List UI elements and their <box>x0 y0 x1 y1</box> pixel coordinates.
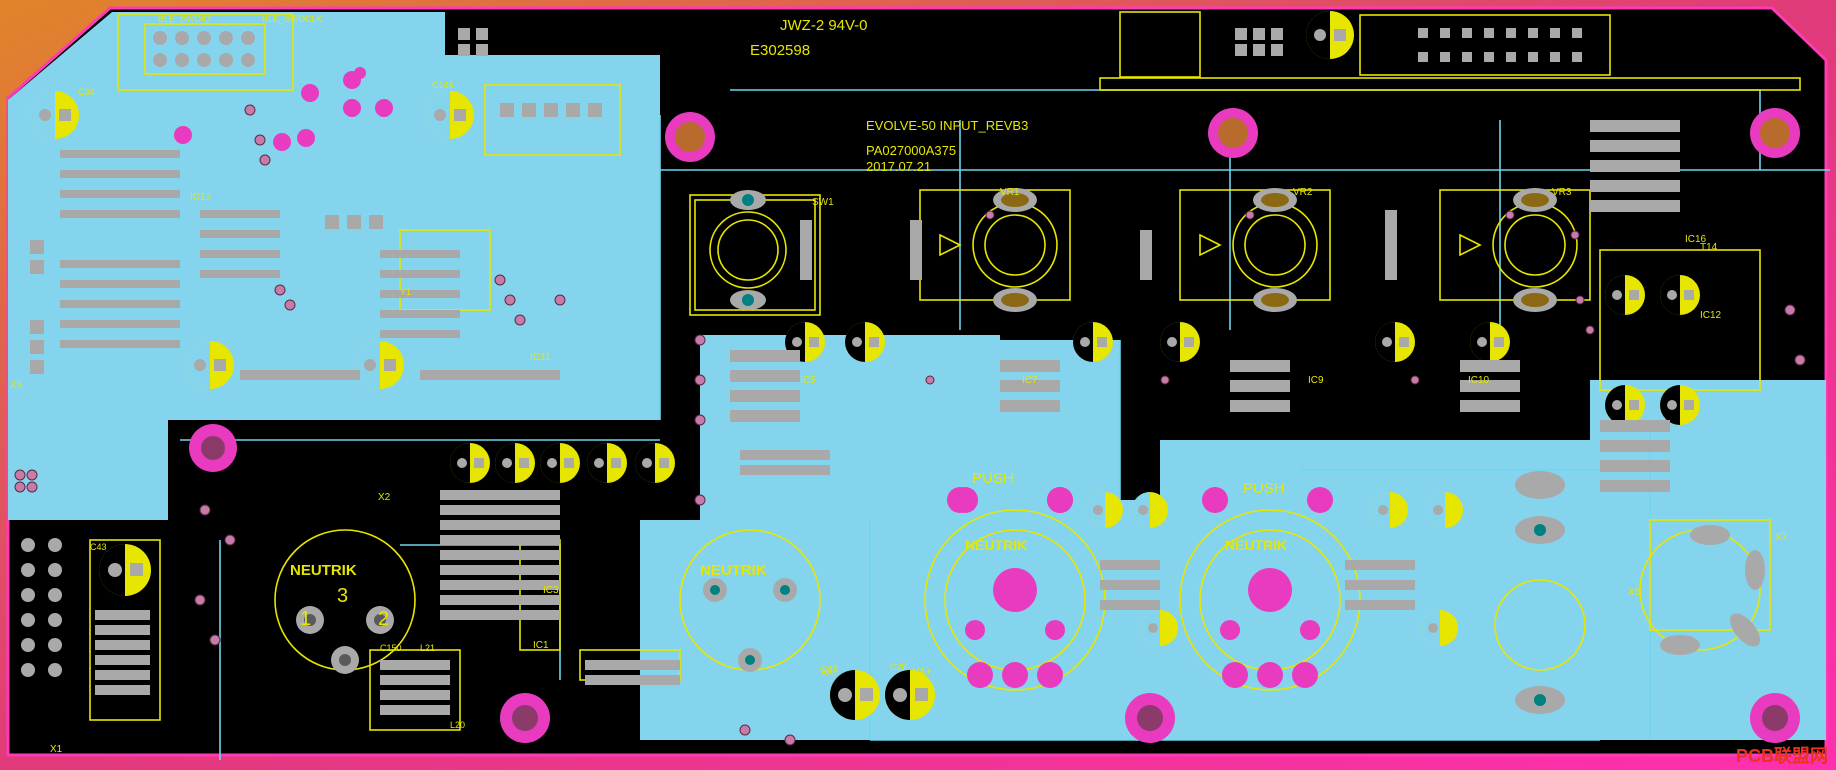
label-c16: C16 <box>822 664 839 674</box>
label-ic11: IC11 <box>530 352 551 363</box>
part-number: PA027000A375 <box>866 143 956 158</box>
vr2-pot <box>1199 188 1318 312</box>
label-t14: T14 <box>1700 242 1718 253</box>
label-sw1: SW1 <box>812 197 834 208</box>
neutrik-label-3: NEUTRIK <box>965 537 1027 553</box>
label-x5: X5 <box>10 380 23 391</box>
sw1-encoder <box>694 190 816 311</box>
vr1-pot <box>939 188 1058 312</box>
label-x2: X2 <box>378 492 391 503</box>
label-y1: Y1 <box>400 287 411 297</box>
xlr-pin-2: 2 <box>378 608 389 630</box>
label-c43: C43 <box>90 542 107 552</box>
label-ic12: IC12 <box>1700 310 1722 321</box>
label-vr1: VR1 <box>1000 187 1020 198</box>
neutrik-label-4: NEUTRIK <box>1225 537 1287 553</box>
label-va-plus: VA+ <box>913 667 932 678</box>
test-pads <box>174 67 1073 513</box>
watermark-text: PCB联盟网 <box>1735 746 1828 766</box>
label-x7: X7 <box>1775 532 1788 543</box>
label-ic17: IC17 <box>190 192 212 203</box>
label-c145: C145 <box>432 80 454 90</box>
pin-headers <box>21 28 1582 677</box>
label-ic10: IC10 <box>1468 375 1490 386</box>
label-ic16: IC16 <box>1685 234 1707 245</box>
potentiometers <box>694 188 1578 312</box>
xlr-connectors <box>274 471 1765 714</box>
label-x6: X6 <box>1628 587 1641 598</box>
label-l20: L20 <box>450 720 465 730</box>
xlr-connector-1 <box>274 529 416 674</box>
silkscreen-text: EVOLVE-50 INPUT_REVB3 PA027000A375 2017.… <box>10 14 1788 755</box>
board-name: EVOLVE-50 INPUT_REVB3 <box>866 118 1028 133</box>
label-c20: C20 <box>890 662 907 672</box>
mounting-holes <box>189 108 1800 743</box>
label-ble-swdclk: BLE_SWDCLK <box>262 14 323 24</box>
label-c34: C34 <box>78 87 95 97</box>
ul-mark: JWZ-2 94V-0 <box>780 17 868 34</box>
push-label-2: PUSH <box>1243 480 1285 497</box>
label-ic5: IC5 <box>800 375 816 386</box>
label-ble-swdio: BLE_SWDIO <box>158 14 211 24</box>
neutrik-label-2: NEUTRIK <box>700 562 767 579</box>
combo-connector-2 <box>1179 487 1361 691</box>
xlr-pin-1: 1 <box>300 608 311 630</box>
label-l21: L21 <box>420 643 435 653</box>
smd-components <box>60 120 1680 715</box>
xlr-connector-2 <box>679 529 821 672</box>
label-x1: X1 <box>50 744 63 755</box>
dc-jack <box>1494 471 1586 714</box>
electrolytic-capacitors <box>31 11 1700 720</box>
label-ic1: IC1 <box>533 640 549 651</box>
label-va-minus: VA- <box>820 667 836 678</box>
label-ic3: IC3 <box>543 585 559 596</box>
label-ic7: IC7 <box>1022 375 1038 386</box>
ul-file: E302598 <box>750 42 810 59</box>
board-date: 2017.07.21 <box>866 159 931 174</box>
neutrik-label-1: NEUTRIK <box>290 562 357 579</box>
jack-connector <box>1639 525 1765 655</box>
vias <box>14 104 1806 746</box>
push-label-1: PUSH <box>972 470 1014 487</box>
xlr-pin-3: 3 <box>337 585 348 607</box>
label-vr3: VR3 <box>1552 187 1572 198</box>
vr3-pot <box>1459 188 1578 312</box>
label-vr2: VR2 <box>1293 187 1313 198</box>
label-ic9: IC9 <box>1308 375 1324 386</box>
label-c150: C150 <box>380 643 402 653</box>
